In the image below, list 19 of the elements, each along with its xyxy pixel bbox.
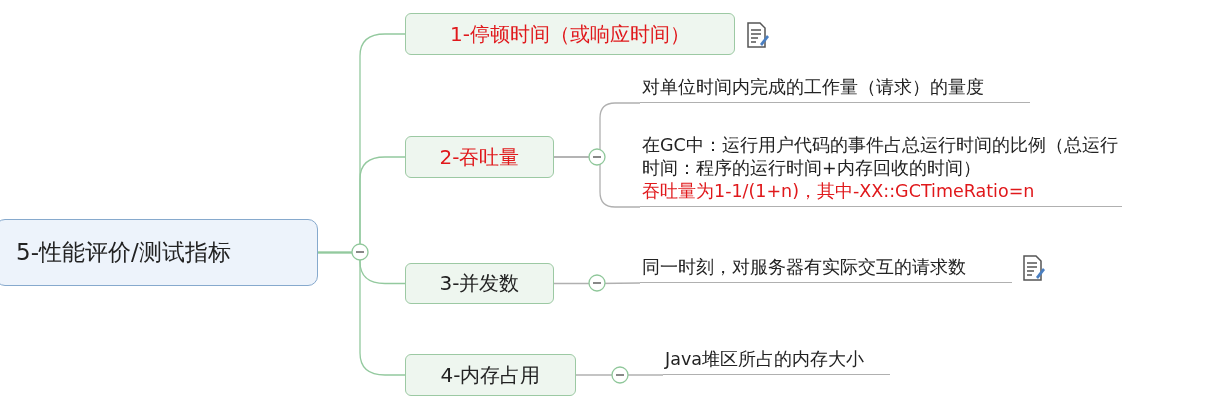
subtopic-text: 吞吐量为1-1/(1+n)，其中-XX::GCTimeRatio=n xyxy=(642,180,1036,203)
topic-box xyxy=(405,13,735,55)
branch-line xyxy=(553,282,641,285)
topic-text: 3-并发数 xyxy=(439,270,520,297)
topic-text: 2-吞吐量 xyxy=(439,143,520,171)
topic-box xyxy=(405,354,576,396)
subtopic-text: 在GC中：运行用户代码的事件占总运行时间的比例（总运行时间：程序的运行时间+内存回收的时间） xyxy=(642,134,1119,180)
branch-line xyxy=(575,374,664,376)
topic-text: 4-内存占用 xyxy=(440,361,541,389)
subtopic-text: 对单位时间内完成的工作量（请求）的量度 xyxy=(642,76,985,99)
branch-line xyxy=(553,156,641,208)
root-topic-box xyxy=(0,219,318,286)
subtopic-text: Java堆区所占的内存大小 xyxy=(665,348,865,371)
subtopic-text: 同一时刻，对服务器有实际交互的请求数 xyxy=(642,256,967,279)
topic-box xyxy=(405,263,554,304)
topic-box xyxy=(405,136,554,178)
branch-line xyxy=(317,251,406,376)
topic-text: 1-停顿时间（或响应时间） xyxy=(450,20,690,48)
topic-text: 5-性能评价/测试指标 xyxy=(16,238,231,267)
